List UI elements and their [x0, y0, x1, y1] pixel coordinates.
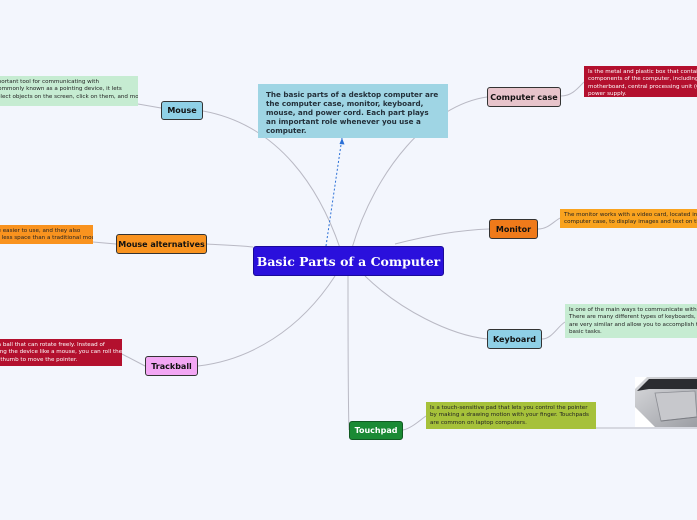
- link-mouse: [202, 110, 341, 249]
- note-computer-case-text: Is the metal and plastic box that contai…: [588, 69, 697, 97]
- link-mouse-alternatives: [206, 243, 254, 248]
- note-trackball-text: has a ball that can rotate freely. Inste…: [0, 342, 122, 363]
- central-topic[interactable]: Basic Parts of a Computer: [253, 246, 444, 276]
- note-touchpad[interactable]: Is a touch-sensitive pad that lets you c…: [426, 402, 596, 429]
- link-keyboard: [364, 275, 488, 340]
- branch-touchpad[interactable]: Touchpad: [349, 421, 403, 440]
- link-trackball-note: [121, 353, 146, 367]
- link-computer-case-note: [560, 81, 585, 97]
- note-keyboard-text: Is one of the main ways to communicate w…: [569, 307, 697, 336]
- summary-relation-arrowhead: [339, 138, 345, 145]
- laptop-touchpad-image: [635, 377, 697, 427]
- branch-computer-case[interactable]: Computer case: [487, 87, 561, 107]
- branch-mouse[interactable]: Mouse: [161, 101, 203, 120]
- link-monitor-note: [537, 217, 561, 230]
- branch-mouse-alternatives[interactable]: Mouse alternatives: [116, 234, 207, 254]
- summary-relation-dashed: [325, 137, 343, 247]
- note-monitor[interactable]: The monitor works with a video card, loc…: [560, 209, 697, 228]
- note-monitor-text: The monitor works with a video card, loc…: [564, 212, 697, 226]
- link-keyboard-note: [541, 321, 566, 340]
- branch-keyboard[interactable]: Keyboard: [487, 329, 542, 349]
- link-trackball: [197, 275, 336, 367]
- note-mouse-alternatives[interactable]: may be easier to use, and they also requ…: [0, 225, 93, 244]
- note-mouse[interactable]: an important tool for communicating with…: [0, 76, 138, 106]
- link-mouse-note: [137, 103, 162, 109]
- branch-trackball[interactable]: Trackball: [145, 356, 198, 376]
- link-monitor: [394, 228, 490, 245]
- note-mouse-alternatives-text: may be easier to use, and they also requ…: [0, 228, 93, 242]
- note-keyboard[interactable]: Is one of the main ways to communicate w…: [565, 304, 697, 338]
- touchpad-photo[interactable]: [635, 377, 697, 427]
- note-computer-case[interactable]: Is the metal and plastic box that contai…: [584, 66, 697, 97]
- link-touchpad-note: [402, 415, 427, 431]
- link-touchpad: [347, 275, 350, 431]
- note-touchpad-text: Is a touch-sensitive pad that lets you c…: [430, 405, 589, 426]
- link-computer-case: [351, 96, 488, 249]
- summary-note[interactable]: The basic parts of a desktop computer ar…: [258, 84, 448, 138]
- note-trackball[interactable]: has a ball that can rotate freely. Inste…: [0, 339, 122, 366]
- branch-monitor[interactable]: Monitor: [489, 219, 538, 239]
- note-mouse-text: an important tool for communicating with…: [0, 79, 138, 100]
- link-mouse-alternatives-note: [92, 241, 117, 245]
